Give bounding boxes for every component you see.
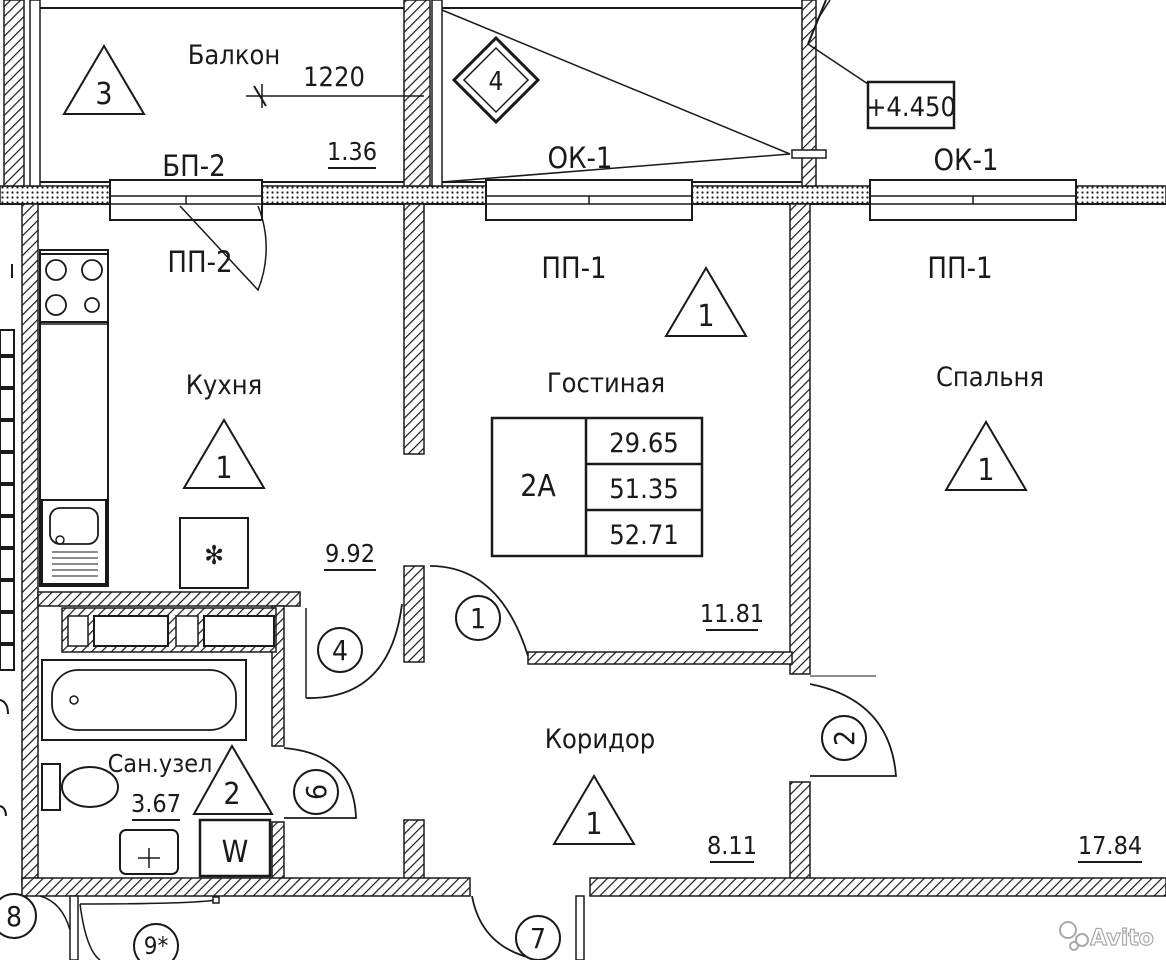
svg-text:2: 2	[223, 777, 240, 812]
window-label-2: ОК-1	[933, 143, 998, 177]
kitchen-triangle-marker: 1	[182, 418, 266, 489]
watermark: Avito	[1059, 921, 1154, 952]
window-living	[485, 179, 693, 221]
kitchen-door: 4	[305, 603, 403, 699]
toilet	[41, 763, 119, 811]
bathroom-triangle-marker: 2	[192, 743, 274, 815]
level-mark: +4.450	[866, 92, 956, 123]
svg-text:7: 7	[530, 922, 546, 955]
balcony-door-swing	[179, 205, 267, 292]
apartment-value-1: 29.65	[609, 428, 679, 459]
dimension-label: 1220	[303, 62, 365, 93]
room-name-balcony: Балкон	[188, 40, 281, 71]
stove	[39, 253, 109, 323]
svg-text:2: 2	[828, 730, 861, 746]
left-door-9: 9*	[79, 896, 220, 960]
window-label-1: ОК-1	[547, 141, 612, 175]
apartment-table: 2А 29.65 51.35 52.71	[490, 416, 704, 558]
area-kitchen: 9.92	[324, 539, 376, 571]
apartment-value-2: 51.35	[609, 474, 679, 505]
living-door: 1	[429, 565, 529, 657]
area-bathroom: 3.67	[131, 789, 181, 821]
svg-text:17.84: 17.84	[1078, 831, 1142, 860]
room-name-bedroom: Спальня	[936, 362, 1044, 393]
area-balcony: 1.36	[327, 137, 377, 169]
svg-text:✻: ✻	[204, 541, 224, 571]
svg-text:8.11: 8.11	[707, 831, 757, 860]
svg-text:1: 1	[215, 451, 232, 486]
room-name-kitchen: Кухня	[186, 370, 262, 401]
bathtub	[41, 659, 247, 741]
window-kitchen	[109, 179, 263, 221]
room-name-living: Гостиная	[547, 368, 665, 399]
bedroom-triangle-marker: 1	[944, 420, 1028, 491]
balcony-triangle-marker: 3	[62, 44, 146, 115]
sill-label-living: ПП-1	[541, 251, 606, 285]
washbasin	[119, 829, 179, 875]
apartment-value-3: 52.71	[609, 520, 679, 551]
kitchen-sink	[41, 499, 107, 585]
svg-text:4: 4	[332, 634, 348, 667]
svg-text:3: 3	[95, 77, 112, 112]
svg-text:W: W	[222, 835, 249, 870]
entrance-door: 7	[471, 895, 561, 960]
room-name-corridor: Коридор	[545, 724, 655, 755]
svg-text:8: 8	[6, 900, 22, 933]
dimension-line	[246, 84, 424, 108]
svg-text:3.67: 3.67	[131, 789, 181, 818]
level-leader	[441, 0, 869, 183]
washing-machine: W	[198, 818, 272, 878]
svg-text:1.36: 1.36	[327, 137, 377, 166]
windows	[109, 179, 1077, 221]
apartment-type: 2А	[520, 469, 556, 504]
area-living: 11.81	[700, 599, 764, 631]
level-mark-box	[866, 80, 956, 130]
watermark-text: Avito	[1090, 926, 1154, 951]
svg-text:1: 1	[697, 299, 714, 334]
stairs-fragment	[0, 264, 15, 817]
svg-text:1: 1	[977, 453, 994, 488]
balcony-diamond-marker: 4	[451, 35, 541, 125]
sill-label-kitchen: ПП-2	[167, 245, 232, 279]
balcony-door-label: БП-2	[162, 149, 226, 183]
svg-text:11.81: 11.81	[700, 599, 764, 628]
svg-text:9.92: 9.92	[325, 539, 375, 568]
area-bedroom: 17.84	[1078, 831, 1142, 863]
sill-label-bedroom: ПП-1	[927, 251, 992, 285]
svg-text:4: 4	[489, 67, 504, 97]
svg-text:1: 1	[470, 602, 486, 635]
corridor-triangle-marker: 1	[552, 774, 636, 845]
left-door-8: 8	[0, 893, 71, 939]
living-triangle-marker: 1	[664, 266, 748, 337]
svg-text:9*: 9*	[144, 932, 169, 960]
fridge: ✻	[179, 517, 249, 589]
ventilation-ducts	[61, 607, 277, 653]
svg-text:6: 6	[300, 784, 333, 800]
window-bedroom	[869, 179, 1077, 221]
svg-text:1: 1	[585, 807, 602, 842]
area-corridor: 8.11	[707, 831, 757, 863]
bathroom-door: 6	[283, 747, 357, 819]
bedroom-door: 2	[809, 675, 897, 777]
room-name-bathroom: Сан.узел	[108, 749, 213, 778]
